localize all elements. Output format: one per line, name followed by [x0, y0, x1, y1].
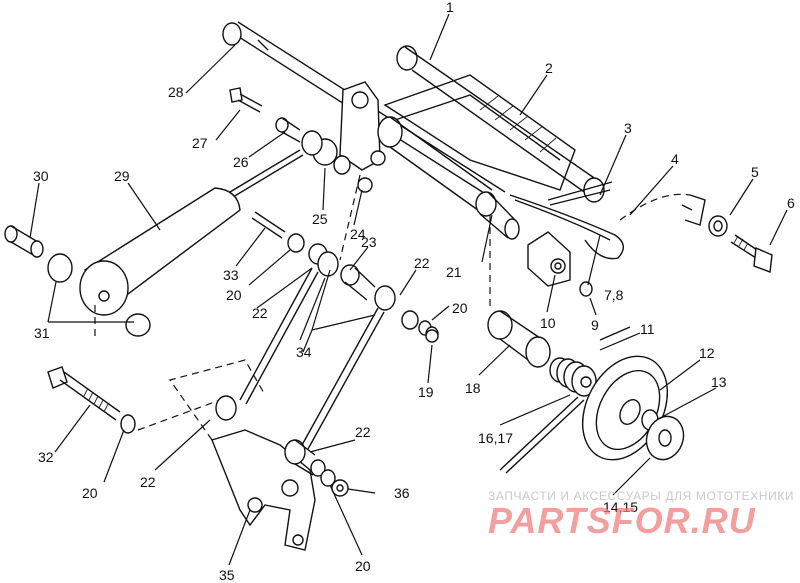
- watermark-caption: ЗАПЧАСТИ И АКСЕССУАРЫ ДЛЯ МОТОТЕХНИКИ: [488, 489, 795, 503]
- bushing-21: [475, 191, 520, 310]
- bushing-26: [275, 117, 323, 156]
- label-6: 6: [787, 195, 795, 211]
- slide-block-10: [527, 231, 571, 287]
- label-26: 26: [233, 154, 249, 170]
- label-3: 3: [624, 120, 632, 136]
- nut-9: [579, 281, 593, 297]
- bushing-22-lower: [284, 439, 326, 477]
- label-21: 21: [446, 264, 462, 280]
- label-14-15: 14,15: [603, 499, 638, 515]
- label-22-top: 22: [414, 255, 430, 271]
- pin-30: [4, 225, 44, 258]
- label-22-mid: 22: [252, 305, 268, 321]
- label-36: 36: [394, 485, 410, 501]
- bolt-32: [47, 366, 221, 434]
- bushing-31: [47, 253, 151, 337]
- label-29: 29: [114, 168, 130, 184]
- label-20-mid: 20: [226, 287, 242, 303]
- spacer-18: [487, 310, 551, 368]
- label-1: 1: [446, 0, 454, 15]
- link-34-left: [215, 243, 339, 421]
- rear-plate: [339, 81, 386, 261]
- nut-24: [357, 177, 373, 193]
- washer-20-lower: [320, 469, 336, 487]
- screw-27: [229, 87, 263, 113]
- bracket-7-8: [681, 194, 706, 226]
- label-25: 25: [312, 211, 328, 227]
- spring-16-17: [549, 357, 597, 397]
- label-19: 19: [418, 384, 434, 400]
- spring-clip-4: [509, 193, 691, 260]
- leader-lines: [29, 13, 788, 566]
- cross-shaft: [377, 116, 493, 214]
- label-30: 30: [33, 168, 49, 184]
- label-2: 2: [545, 60, 553, 76]
- rod-11: [499, 326, 631, 474]
- label-27: 27: [192, 135, 208, 151]
- label-22-left: 22: [140, 474, 156, 490]
- label-23: 23: [361, 234, 377, 250]
- label-32: 32: [38, 449, 54, 465]
- label-13: 13: [711, 374, 727, 390]
- label-18: 18: [465, 380, 481, 396]
- label-31: 31: [34, 325, 50, 341]
- shock-absorber-29: [79, 149, 304, 340]
- washer-5: [708, 215, 728, 237]
- hub-14-15: [645, 415, 685, 461]
- label-24: 24: [350, 226, 366, 242]
- part-labels: 1 2 3 4 5 6 7,8 9 10 11 12 13 14,15 16,1…: [33, 0, 795, 583]
- bolt-6: [730, 234, 773, 273]
- label-34: 34: [296, 344, 312, 360]
- frame-2: [383, 74, 576, 191]
- label-9: 9: [591, 317, 599, 333]
- label-33: 33: [223, 267, 239, 283]
- label-10: 10: [540, 315, 556, 331]
- label-20-left: 20: [82, 485, 98, 501]
- label-5: 5: [751, 164, 759, 180]
- label-4: 4: [671, 151, 679, 167]
- label-20-right: 20: [452, 300, 468, 316]
- label-12: 12: [699, 345, 715, 361]
- clip-3: [547, 181, 613, 206]
- label-11: 11: [640, 321, 655, 337]
- label-22-bottom: 22: [355, 424, 371, 440]
- bolt-33: [251, 211, 305, 253]
- label-20-bottom: 20: [355, 558, 371, 574]
- watermark-logo: PARTSFOR.RU: [488, 500, 756, 541]
- label-7-8: 7,8: [604, 287, 624, 303]
- link-34-right: [301, 264, 439, 450]
- nut-19: [425, 329, 439, 343]
- label-35: 35: [219, 567, 235, 583]
- label-28: 28: [168, 84, 184, 100]
- shaft-1: [396, 45, 605, 203]
- label-16-17: 16,17: [478, 430, 513, 446]
